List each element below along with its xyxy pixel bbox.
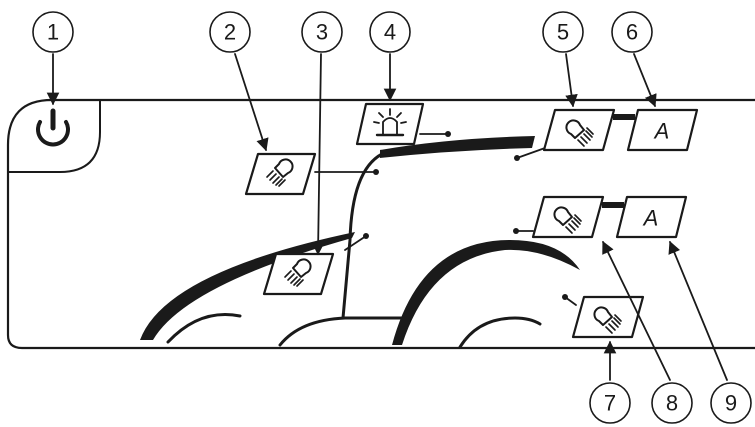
tractor-silhouette (140, 136, 580, 349)
auto-fender-button[interactable]: A (615, 195, 688, 239)
callout-8: 8 (651, 382, 693, 424)
callout-2: 2 (209, 11, 251, 53)
svg-text:2: 2 (224, 20, 236, 45)
hood-light-button[interactable] (262, 252, 335, 296)
svg-text:3: 3 (316, 20, 328, 45)
tractor-roof (380, 136, 535, 158)
callout-arrows (46, 53, 728, 381)
auto-roof-button[interactable]: A (626, 108, 699, 152)
svg-text:9: 9 (725, 391, 737, 416)
callout-4: 4 (369, 11, 411, 53)
rear-wheel (458, 316, 542, 349)
callout-3: 3 (301, 11, 343, 53)
power-button-frame (7, 99, 101, 173)
power-icon[interactable] (36, 108, 70, 147)
body-line (278, 316, 404, 347)
svg-text:4: 4 (384, 20, 396, 45)
callout-9: 9 (710, 382, 752, 424)
rear-light-button[interactable] (571, 295, 645, 339)
svg-text:5: 5 (557, 20, 569, 45)
panel-outline (6, 98, 755, 350)
svg-text:6: 6 (626, 20, 638, 45)
front-light-button[interactable] (244, 152, 317, 196)
rear-fender (392, 240, 580, 345)
tractor-hood (140, 232, 355, 340)
callout-1: 1 (32, 11, 74, 53)
callout-5: 5 (542, 11, 584, 53)
roof-light-button[interactable] (542, 108, 616, 152)
auto-fender-label: A (642, 206, 659, 231)
callout-7: 7 (589, 382, 631, 424)
beacon-button[interactable] (355, 102, 425, 146)
leader-lines (314, 114, 635, 306)
svg-text:8: 8 (666, 391, 678, 416)
svg-text:1: 1 (47, 20, 59, 45)
callout-6: 6 (611, 11, 653, 53)
front-wheel (166, 312, 242, 344)
auto-roof-label: A (653, 119, 670, 144)
svg-text:7: 7 (604, 391, 616, 416)
rotating-beacon-icon (373, 108, 407, 137)
fender-light-button[interactable] (531, 195, 605, 239)
